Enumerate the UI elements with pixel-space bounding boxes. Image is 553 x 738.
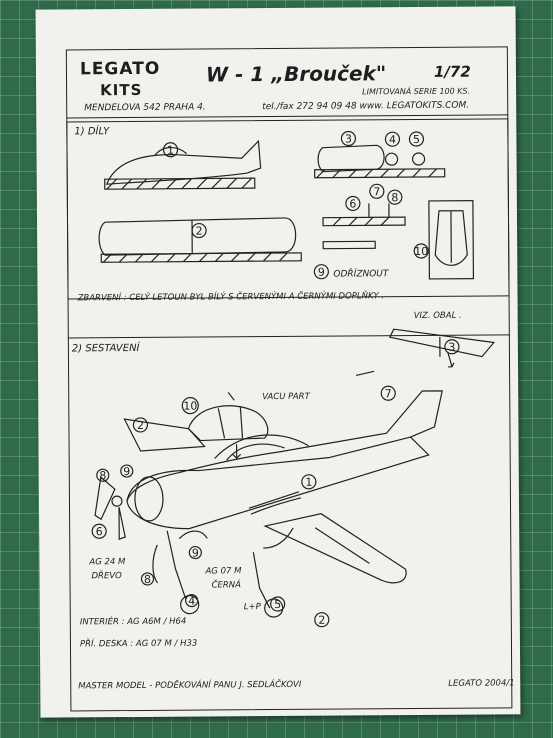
circle-10 bbox=[413, 243, 429, 259]
asm-circle-2a bbox=[132, 417, 149, 433]
parts-3-4-5-drawing bbox=[314, 144, 446, 179]
circle-9 bbox=[313, 264, 329, 280]
asm-num-4: 4 bbox=[188, 595, 195, 608]
asm-num-1: 1 bbox=[305, 476, 312, 489]
assembly-landing-gear-drawing bbox=[152, 530, 284, 618]
part-2-wing-drawing bbox=[98, 217, 302, 263]
circled-part-numbers: 1 2 3 4 5 6 7 8 9 10 3 7 10 2 1 9 8 6 9 … bbox=[91, 130, 460, 628]
num-4: 4 bbox=[389, 133, 396, 146]
num-3: 3 bbox=[345, 132, 352, 145]
asm-num-2b: 2 bbox=[318, 614, 325, 627]
assembly-fuselage-drawing bbox=[126, 390, 443, 530]
circle-5 bbox=[408, 131, 425, 147]
asm-num-9a: 9 bbox=[123, 465, 130, 478]
asm-num-8b: 8 bbox=[144, 573, 151, 586]
asm-num-5: 5 bbox=[274, 598, 281, 611]
assembly-arrows bbox=[263, 352, 455, 549]
part-10-canopy-drawing bbox=[428, 200, 475, 280]
num-6: 6 bbox=[349, 197, 356, 210]
asm-circle-8b bbox=[140, 572, 155, 586]
parts-6-7-8-drawing bbox=[322, 203, 406, 250]
asm-num-7: 7 bbox=[385, 387, 392, 400]
asm-circle-9a bbox=[120, 464, 134, 478]
asm-circle-8a bbox=[96, 468, 110, 482]
asm-circle-2b bbox=[314, 612, 330, 628]
instruction-sheet: LEGATO KITS W - 1 „Brouček" 1/72 LIMITOV… bbox=[35, 6, 521, 718]
asm-num-8a: 8 bbox=[99, 469, 106, 482]
assembly-propeller-drawing bbox=[94, 476, 126, 540]
assembly-wing-drawing bbox=[123, 418, 407, 584]
asm-circle-10 bbox=[181, 397, 199, 415]
asm-num-10: 10 bbox=[183, 400, 197, 413]
asm-circle-3 bbox=[444, 339, 460, 355]
num-1: 1 bbox=[167, 144, 174, 157]
num-9: 9 bbox=[318, 266, 325, 279]
asm-circle-7 bbox=[380, 385, 396, 401]
asm-circle-5 bbox=[270, 596, 286, 612]
asm-num-6: 6 bbox=[96, 525, 103, 538]
circle-8 bbox=[387, 189, 403, 205]
asm-num-3: 3 bbox=[448, 341, 455, 354]
assembly-tailplane-drawing bbox=[388, 328, 496, 358]
asm-circle-1 bbox=[301, 474, 317, 490]
num-8: 8 bbox=[391, 191, 398, 204]
circle-1 bbox=[162, 142, 179, 158]
asm-circle-9b bbox=[188, 545, 202, 560]
assembly-canopy-drawing bbox=[187, 391, 269, 460]
circle-4 bbox=[384, 131, 401, 147]
num-7: 7 bbox=[373, 185, 380, 198]
circle-2 bbox=[191, 222, 207, 239]
circle-6 bbox=[345, 195, 361, 212]
num-2: 2 bbox=[196, 225, 203, 238]
asm-num-9b: 9 bbox=[192, 547, 199, 560]
asm-num-2a: 2 bbox=[137, 419, 144, 432]
num-5: 5 bbox=[413, 133, 420, 146]
num-10: 10 bbox=[414, 245, 428, 258]
circle-7 bbox=[369, 183, 385, 199]
circle-3 bbox=[340, 130, 357, 147]
asm-circle-4 bbox=[185, 594, 199, 608]
technical-drawings: 1 2 3 4 5 6 7 8 9 10 3 7 10 2 1 9 8 6 9 … bbox=[91, 130, 496, 628]
asm-circle-6 bbox=[91, 523, 107, 539]
part-1-fuselage-drawing bbox=[104, 139, 262, 190]
